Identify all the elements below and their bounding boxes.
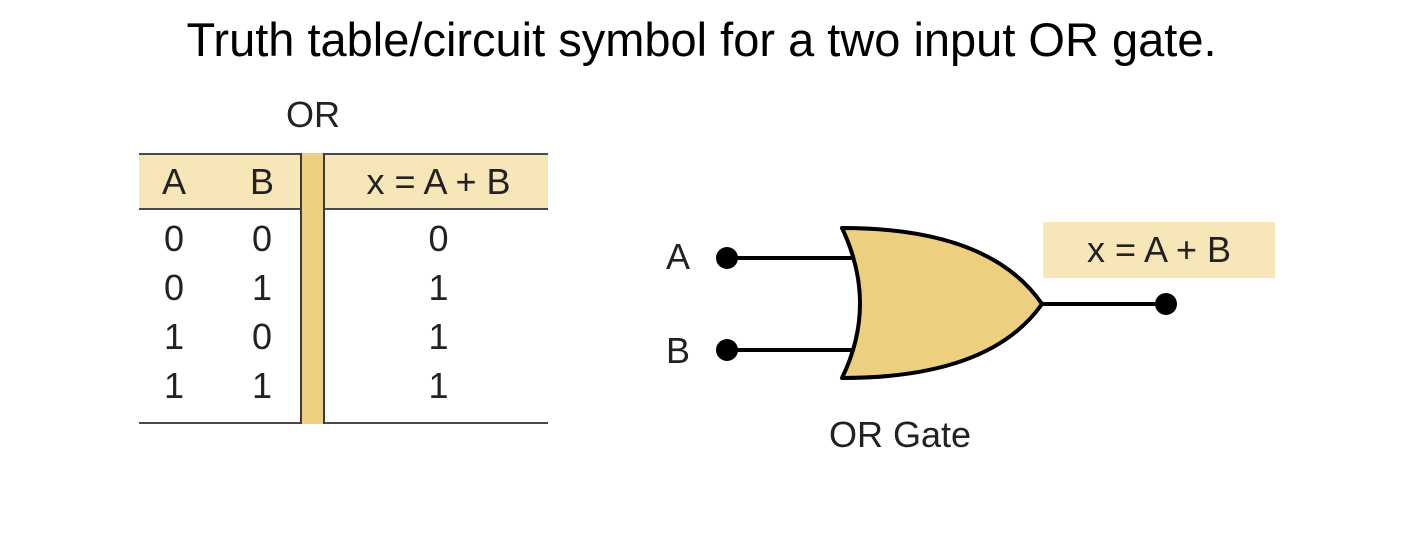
truth-table-cell: 0 xyxy=(428,218,449,259)
truth-table-column-separator xyxy=(300,153,325,424)
or-gate-symbol xyxy=(840,226,1044,380)
output-label-box: x = A + B xyxy=(1043,222,1275,278)
truth-table-cell: 0 xyxy=(163,267,185,308)
truth-table-header-a: A xyxy=(161,161,186,202)
truth-table-cell: 1 xyxy=(428,267,449,308)
truth-table-header-x: x = A + B xyxy=(366,161,511,202)
truth-table-cell: 1 xyxy=(251,267,273,308)
truth-table-header-b: B xyxy=(249,161,274,202)
page-title: Truth table/circuit symbol for a two inp… xyxy=(186,13,1217,66)
output-terminal xyxy=(1155,293,1177,315)
input-a-terminal xyxy=(716,247,738,269)
input-a-label: A xyxy=(666,236,691,277)
truth-table-cell: 1 xyxy=(428,365,449,406)
truth-table-caption: OR xyxy=(286,94,340,135)
truth-table-header-background xyxy=(139,153,548,208)
truth-table-cell: 0 xyxy=(251,316,273,357)
output-label: x = A + B xyxy=(1086,229,1232,270)
truth-table: A B x = A + B 0 0 0 0 1 1 1 0 1 1 1 1 xyxy=(139,153,548,426)
input-b-label: B xyxy=(666,330,691,371)
truth-table-cell: 0 xyxy=(163,218,185,259)
truth-table-cell: 1 xyxy=(428,316,449,357)
input-b-terminal xyxy=(716,339,738,361)
truth-table-cell: 0 xyxy=(251,218,273,259)
truth-table-cell: 1 xyxy=(251,365,273,406)
gate-caption: OR Gate xyxy=(828,414,972,455)
truth-table-header-rule xyxy=(139,208,548,210)
truth-table-cell: 1 xyxy=(163,316,185,357)
truth-table-bottom-rule xyxy=(139,422,548,424)
truth-table-cell: 1 xyxy=(163,365,185,406)
truth-table-top-rule xyxy=(139,153,548,155)
